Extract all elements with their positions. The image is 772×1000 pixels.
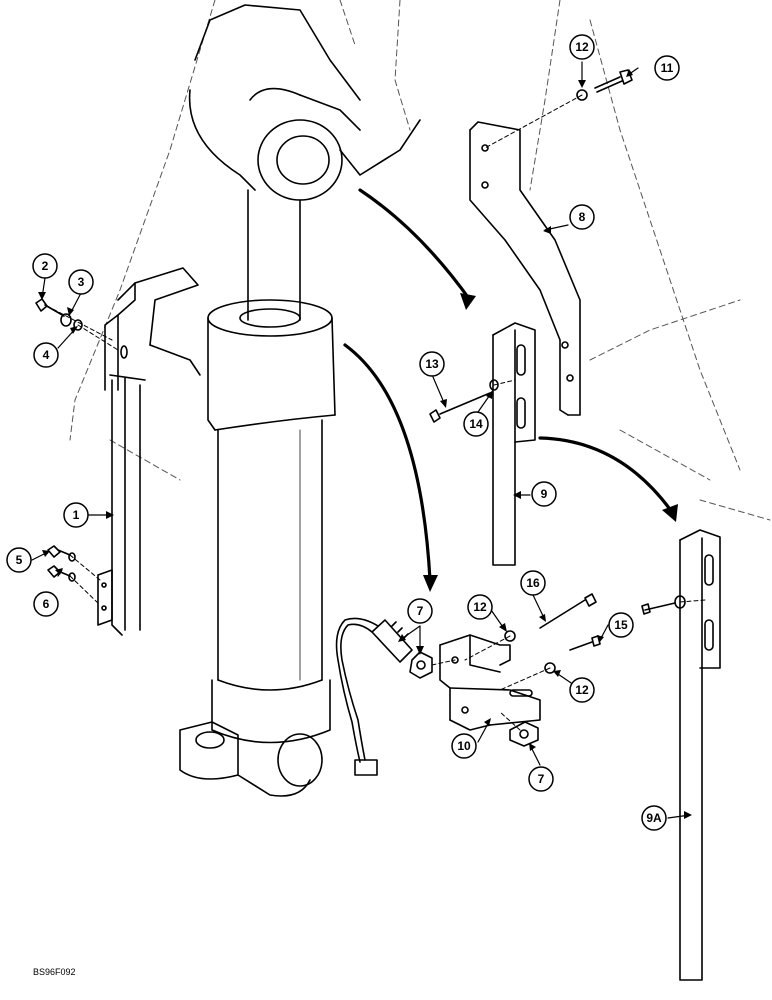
bolt-9a-mount: [641, 595, 686, 615]
callout-circle: [520, 570, 546, 596]
callout-arrowheads: [38, 69, 692, 819]
callout-9: 9: [531, 481, 557, 507]
callout-circle: [608, 612, 634, 638]
callout-label: 6: [43, 597, 50, 611]
callout-label: 14: [469, 417, 483, 431]
callout-circle: [531, 481, 557, 507]
callout-circle: [451, 733, 477, 759]
callout-1: 1: [63, 502, 89, 528]
callout-circle: [33, 591, 59, 617]
callout-label: 3: [78, 275, 85, 289]
callout-9a: 9A: [641, 805, 667, 831]
callout-circle: [569, 204, 595, 230]
callout-label: 12: [575, 683, 589, 697]
callout-circle: [33, 342, 59, 368]
hydraulic-cylinder: [179, 189, 336, 797]
installation-arrows: [343, 188, 674, 582]
callout-label: 10: [457, 739, 471, 753]
callout-circle: [63, 502, 89, 528]
callout-label: 9A: [646, 811, 662, 825]
washer-12-top: [576, 89, 588, 101]
callout-10: 10: [451, 733, 477, 759]
callout-circle: [569, 34, 595, 60]
callout-7b: 7: [528, 766, 554, 792]
bar-9a: [679, 529, 721, 981]
callout-circle: [654, 55, 680, 81]
bolt-16: [539, 593, 597, 629]
callout-12c: 12: [569, 677, 595, 703]
callout-circle: [641, 805, 667, 831]
installation-arrowheads: [423, 293, 678, 592]
callout-leaders: [31, 61, 691, 819]
proximity-sensor-7: [335, 617, 539, 776]
callout-label: 1: [73, 508, 80, 522]
callout-label: 13: [425, 357, 439, 371]
bolt-11: [594, 69, 633, 93]
washer-12-low: [544, 662, 556, 674]
callout-label: 7: [538, 772, 545, 786]
callout-7a: 7: [407, 598, 433, 624]
callout-4: 4: [33, 342, 59, 368]
callout-15: 15: [608, 612, 634, 638]
callout-12b: 12: [467, 594, 493, 620]
callout-circle: [6, 547, 32, 573]
callout-label: 15: [614, 618, 628, 632]
leader-lines: [46, 94, 706, 731]
fasteners-5-6: [47, 545, 76, 582]
bracket-1: [97, 267, 201, 636]
callout-circle: [68, 269, 94, 295]
callout-14: 14: [463, 411, 489, 437]
callout-2: 2: [32, 253, 58, 279]
washer-12-mid: [504, 630, 516, 642]
callout-label: 7: [417, 604, 424, 618]
callout-3: 3: [68, 269, 94, 295]
bolt-15: [569, 635, 601, 651]
bar-9: [492, 322, 536, 566]
callout-label: 11: [661, 61, 674, 75]
figure-code: BS96F092: [33, 967, 76, 977]
bolt-13: [429, 392, 491, 423]
callout-circle: [407, 598, 433, 624]
callout-6: 6: [33, 591, 59, 617]
callout-12a: 12: [569, 34, 595, 60]
callout-label: 5: [16, 553, 23, 567]
callout-label: 2: [42, 259, 49, 273]
lift-arm: [188, 4, 421, 201]
bar-8: [469, 121, 581, 416]
callout-circle: [32, 253, 58, 279]
bracket-10: [439, 634, 541, 731]
callout-label: 16: [526, 576, 540, 590]
callout-label: 12: [473, 600, 487, 614]
callout-circle: [528, 766, 554, 792]
callout-11: 11: [654, 55, 680, 81]
callout-circle: [467, 594, 493, 620]
callout-circle: [463, 411, 489, 437]
callout-5: 5: [6, 547, 32, 573]
callout-16: 16: [520, 570, 546, 596]
machine-frame-outline: [69, 0, 771, 521]
callout-circle: [569, 677, 595, 703]
washer-14: [489, 379, 499, 391]
callout-label: 8: [579, 210, 586, 224]
callout-label: 12: [575, 40, 589, 54]
callout-8: 8: [569, 204, 595, 230]
callout-label: 9: [541, 487, 548, 501]
callout-13: 13: [419, 351, 445, 377]
callout-circle: [419, 351, 445, 377]
callout-label: 4: [43, 348, 50, 362]
